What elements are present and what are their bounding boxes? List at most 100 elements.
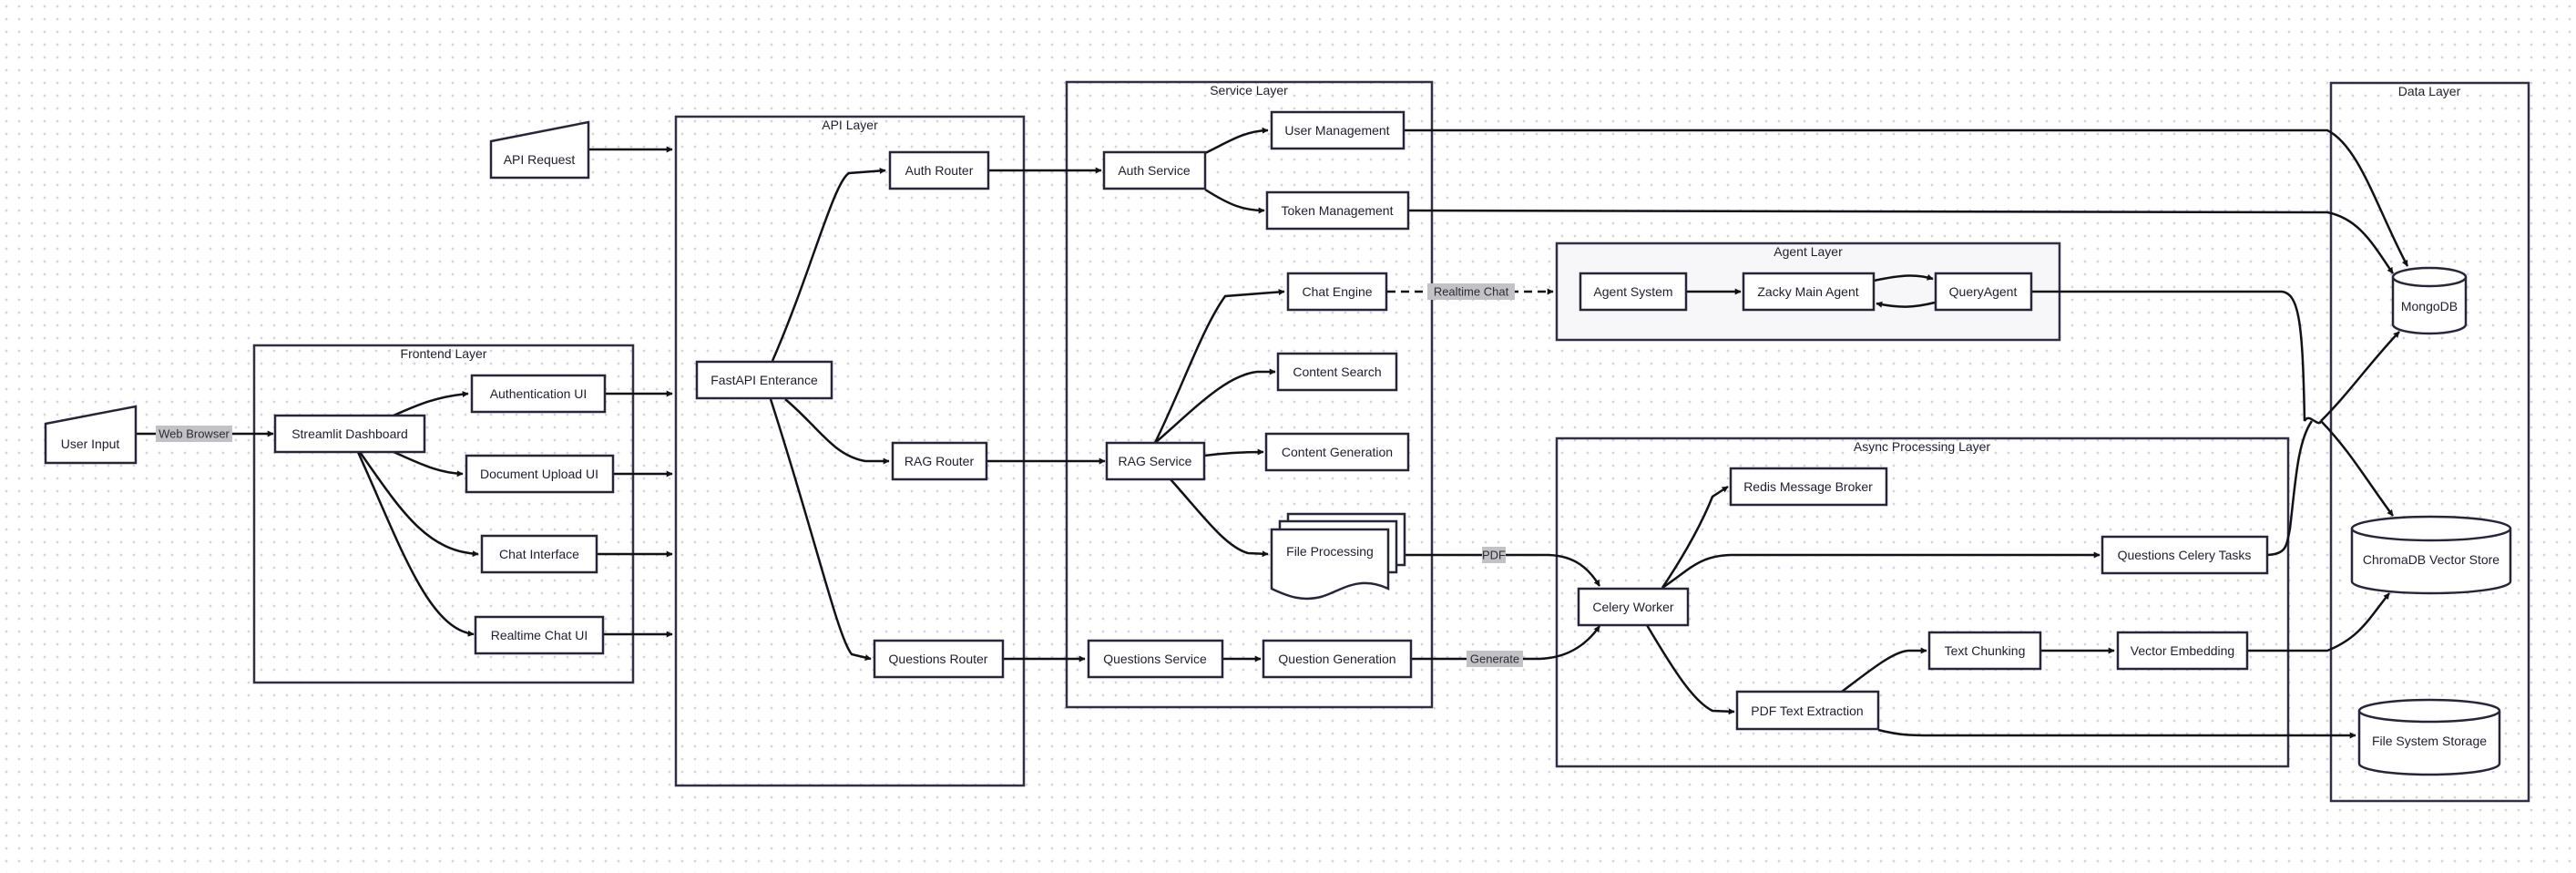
zacky-main-agent-label: Zacky Main Agent	[1757, 284, 1858, 299]
edge-user-mgmt-to-mongodb	[1404, 128, 2409, 267]
chromadb-vector-store-node: ChromaDB Vector Store	[2350, 515, 2512, 595]
edge-fastapi-to-questions-router	[769, 398, 872, 661]
edge-rag-service-to-chat-engine	[1153, 288, 1285, 444]
edges	[136, 127, 2409, 739]
question-generation-label: Question Generation	[1278, 652, 1395, 666]
agent-system-node: Agent System	[1579, 272, 1688, 312]
edge-label-web-browser-text: Web Browser	[158, 427, 230, 441]
pdf-text-extraction-node: PDF Text Extraction	[1735, 690, 1880, 731]
text-chunking-label: Text Chunking	[1945, 643, 2026, 658]
questions-celery-tasks-label: Questions Celery Tasks	[2118, 548, 2252, 562]
edge-auth-service-to-user-mgmt	[1204, 127, 1269, 155]
agent-layer-title: Agent Layer	[1774, 244, 1843, 259]
token-management-label: Token Management	[1282, 203, 1394, 218]
edge-streamlit-to-realtime-chat-ui	[356, 451, 475, 637]
user-input-node: User Input	[44, 405, 138, 465]
user-management-node: User Management	[1270, 110, 1406, 150]
mongodb-label: MongoDB	[2401, 299, 2458, 313]
edge-pdf-extraction-to-text-chunking	[1841, 647, 1927, 693]
api-layer-title: API Layer	[822, 118, 878, 132]
fastapi-entrance-node: FastAPI Enterance	[695, 360, 833, 400]
api-request-label: API Request	[504, 152, 576, 167]
realtime-chat-ui-label: Realtime Chat UI	[491, 628, 588, 642]
edge-hub-to-chromadb	[2320, 420, 2395, 517]
edge-fastapi-to-auth-router	[771, 167, 886, 362]
file-processing-label: File Processing	[1286, 544, 1374, 559]
edge-question-gen-to-celery-worker	[1409, 625, 1601, 661]
vector-embedding-label: Vector Embedding	[2131, 643, 2234, 658]
content-generation-node: Content Generation	[1264, 432, 1410, 472]
mongodb-node: MongoDB	[2391, 266, 2468, 335]
zacky-main-agent-node: Zacky Main Agent	[1742, 272, 1876, 312]
edge-rag-service-to-file-processing	[1170, 478, 1269, 558]
file-system-storage-label: File System Storage	[2372, 734, 2487, 748]
rag-router-label: RAG Router	[905, 454, 975, 468]
chat-interface-label: Chat Interface	[499, 547, 579, 561]
file-system-storage-node: File System Storage	[2357, 698, 2501, 776]
edge-streamlit-to-doc-upload-ui	[393, 450, 464, 478]
edge-label-pdf-text: PDF	[1482, 549, 1506, 562]
auth-service-node: Auth Service	[1102, 150, 1207, 190]
streamlit-dashboard-node: Streamlit Dashboard	[273, 414, 426, 454]
fastapi-entrance-label: FastAPI Enterance	[710, 373, 818, 387]
edge-fastapi-to-rag-router	[784, 398, 890, 465]
questions-service-node: Questions Service	[1087, 639, 1224, 679]
content-search-node: Content Search	[1276, 352, 1398, 392]
async-layer-title: Async Processing Layer	[1854, 439, 1991, 454]
edge-zacky-to-query-agent	[1873, 273, 1934, 282]
streamlit-dashboard-label: Streamlit Dashboard	[291, 426, 408, 441]
service-layer-group: Service Layer	[1065, 80, 1434, 709]
service-layer-title: Service Layer	[1210, 83, 1288, 98]
edge-label-pdf: PDF	[1482, 547, 1506, 563]
frontend-layer-group: Frontend Layer	[252, 344, 635, 684]
edge-label-generate-text: Generate	[1470, 652, 1519, 666]
edge-celery-worker-to-redis	[1661, 485, 1729, 589]
chat-interface-node: Chat Interface	[480, 534, 598, 574]
token-management-node: Token Management	[1265, 190, 1410, 231]
vector-embedding-node: Vector Embedding	[2116, 631, 2249, 671]
chat-engine-label: Chat Engine	[1302, 284, 1372, 299]
edge-query-agent-to-zacky	[1876, 301, 1936, 308]
chat-engine-node: Chat Engine	[1286, 272, 1388, 312]
user-input-label: User Input	[61, 436, 120, 451]
api-request-node: API Request	[489, 120, 590, 180]
edge-celery-worker-to-pdf-extraction	[1645, 624, 1735, 715]
agent-system-label: Agent System	[1593, 284, 1672, 299]
rag-service-label: RAG Service	[1119, 454, 1192, 468]
async-layer-group: Async Processing Layer	[1555, 436, 2290, 768]
edge-vector-embedding-to-chromadb	[2247, 592, 2390, 652]
questions-router-node: Questions Router	[873, 639, 1005, 679]
rag-router-node: RAG Router	[891, 441, 988, 481]
realtime-chat-ui-node: Realtime Chat UI	[474, 615, 605, 655]
question-generation-node: Question Generation	[1262, 639, 1413, 679]
frontend-layer-title: Frontend Layer	[401, 346, 487, 361]
questions-celery-tasks-node: Questions Celery Tasks	[2101, 535, 2269, 575]
data-layer-title: Data Layer	[2398, 84, 2461, 98]
content-generation-label: Content Generation	[1282, 445, 1393, 459]
edge-questions-celery-to-databases	[2266, 420, 2314, 557]
questions-service-label: Questions Service	[1103, 652, 1207, 666]
questions-router-label: Questions Router	[889, 652, 988, 666]
edge-auth-service-to-token-mgmt	[1204, 188, 1265, 214]
edge-rag-service-to-content-gen	[1203, 448, 1264, 457]
edge-hub-to-mongodb	[2320, 331, 2400, 422]
auth-router-label: Auth Router	[905, 163, 974, 178]
edge-label-web-browser: Web Browser	[156, 426, 232, 442]
query-agent-node: QueryAgent	[1934, 272, 2033, 312]
edge-label-generate: Generate	[1467, 651, 1523, 667]
edge-celery-worker-to-questions-celery	[1661, 551, 2101, 590]
file-processing-node: File Processing	[1270, 512, 1406, 601]
api-layer-group: API Layer	[674, 115, 1026, 787]
edge-label-realtime-chat: Realtime Chat	[1427, 283, 1515, 300]
content-search-label: Content Search	[1293, 365, 1381, 379]
authentication-ui-label: Authentication UI	[490, 386, 588, 401]
authentication-ui-node: Authentication UI	[470, 374, 607, 414]
edge-streamlit-to-auth-ui	[393, 391, 469, 417]
edge-label-realtime-chat-text: Realtime Chat	[1434, 285, 1509, 299]
query-agent-label: QueryAgent	[1949, 284, 2018, 299]
edge-query-agent-to-databases	[2031, 290, 2323, 425]
document-upload-ui-node: Document Upload UI	[465, 454, 615, 494]
edge-pdf-extraction-to-file-storage	[1877, 728, 2356, 739]
redis-message-broker-label: Redis Message Broker	[1743, 479, 1873, 494]
